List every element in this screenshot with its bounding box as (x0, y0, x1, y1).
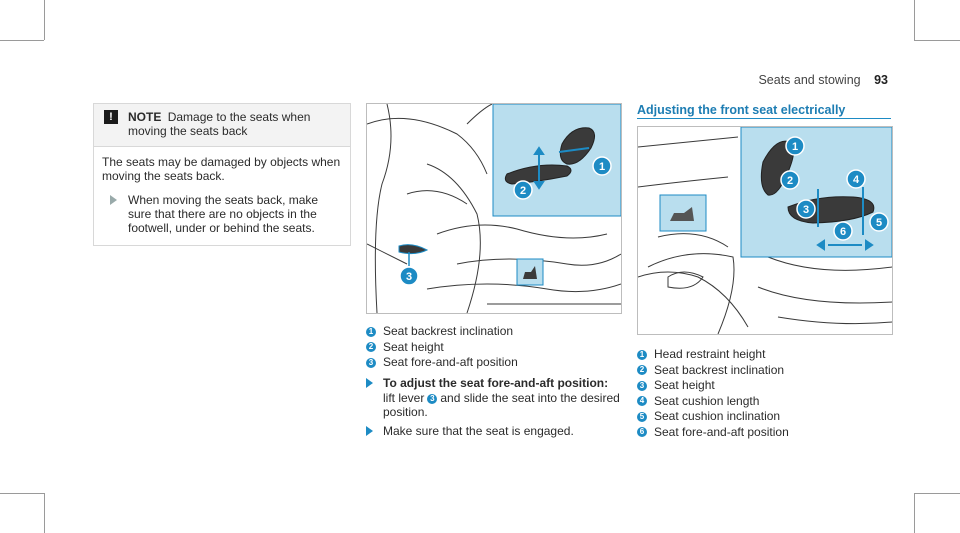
callout-6: 6 (840, 226, 846, 238)
crop-mark (0, 493, 44, 494)
legend-item: 1 Seat backrest inclination (366, 324, 518, 340)
door-controls-illustration: 1 2 3 4 5 6 (638, 127, 892, 334)
section-title: Adjusting the front seat electrically (637, 103, 846, 117)
note-body: The seats may be damaged by objects when… (94, 146, 350, 245)
crop-mark (914, 0, 915, 40)
note-header: ! NOTE Damage to the seats when moving t… (94, 104, 350, 146)
legend-item: 4 Seat cushion length (637, 394, 789, 410)
legend-text: Head restraint height (654, 347, 766, 361)
callout-2: 2 (520, 185, 526, 197)
callout-2: 2 (787, 175, 793, 187)
instruction-text: and slide the seat into the desired posi… (383, 390, 620, 420)
legend-text: Seat backrest inclination (383, 324, 514, 338)
instruction-heading: To adjust the seat fore-and-aft position… (383, 376, 609, 390)
callout-1: 1 (599, 161, 605, 173)
instruction-arrow-icon (110, 195, 117, 205)
crop-mark (44, 0, 45, 40)
legend-number: 6 (637, 427, 647, 438)
instruction-arrow-icon (366, 378, 373, 388)
callout-1: 1 (792, 141, 798, 153)
legend-number: 1 (366, 326, 376, 337)
instruction-step-1: To adjust the seat fore-and-aft position… (366, 376, 621, 420)
seat-illustration: 1 2 3 (367, 104, 621, 313)
instruction-step-2: Make sure that the seat is engaged. (366, 424, 621, 439)
legend-number: 2 (366, 342, 376, 353)
legend-text: Seat backrest inclination (654, 362, 785, 377)
section-name: Seats and stowing (758, 73, 861, 87)
note-instruction-text: When moving the seats back, make sure th… (128, 193, 319, 235)
legend-text: Seat height (383, 339, 444, 354)
note-title: Damage to the seats when moving the seat… (128, 110, 311, 138)
inline-callout: 3 (427, 393, 438, 404)
crop-mark (914, 493, 915, 533)
legend-number: 3 (637, 380, 647, 391)
instruction-text: lift lever (383, 390, 425, 405)
legend-text: Seat height (654, 378, 715, 392)
legend-text: Seat cushion length (654, 393, 760, 408)
page-number: 93 (874, 73, 888, 87)
note-text: The seats may be damaged by objects when… (102, 155, 341, 183)
callout-5: 5 (876, 217, 882, 229)
instruction-text: Make sure that the seat is engaged. (383, 424, 574, 438)
note-box: ! NOTE Damage to the seats when moving t… (93, 103, 351, 246)
legend-number: 5 (637, 411, 647, 422)
warning-icon: ! (104, 110, 118, 124)
legend-item: 2 Seat height (366, 340, 518, 356)
legend-item: 1 Head restraint height (637, 347, 789, 363)
page-header: Seats and stowing 93 (758, 73, 888, 87)
instruction-arrow-icon (366, 426, 373, 436)
legend-number: 3 (366, 357, 376, 368)
crop-mark (0, 40, 44, 41)
legend-number: 1 (637, 349, 647, 360)
callout-4: 4 (853, 174, 860, 186)
callout-group: 1 2 3 (399, 156, 612, 286)
callout-3: 3 (803, 204, 809, 216)
figure-manual-seat: 1 2 3 (366, 103, 622, 314)
legend-item: 2 Seat backrest inclination (637, 363, 789, 379)
legend-number: 4 (637, 396, 647, 407)
figure-electric-seat: 1 2 3 4 5 6 (637, 126, 893, 335)
crop-mark (914, 40, 960, 41)
legend-item: 6 Seat fore-and-aft position (637, 425, 789, 441)
legend-number: 2 (637, 365, 647, 376)
crop-mark (44, 493, 45, 533)
section-divider (637, 118, 891, 119)
legend-item: 5 Seat cushion inclination (637, 409, 789, 425)
legend-item: 3 Seat fore-and-aft position (366, 355, 518, 371)
legend-item: 3 Seat height (637, 378, 789, 394)
note-label: NOTE (128, 110, 162, 124)
legend-text: Seat cushion inclination (654, 409, 781, 423)
crop-mark (914, 493, 960, 494)
note-instruction: When moving the seats back, make sure th… (110, 193, 342, 235)
callout-3: 3 (406, 271, 412, 283)
legend-text: Seat fore-and-aft position (654, 424, 789, 439)
legend-text: Seat fore-and-aft position (383, 355, 518, 369)
figure2-legend: 1 Head restraint height 2 Seat backrest in… (637, 347, 789, 440)
callout-group: 1 2 3 4 5 6 (780, 136, 889, 241)
